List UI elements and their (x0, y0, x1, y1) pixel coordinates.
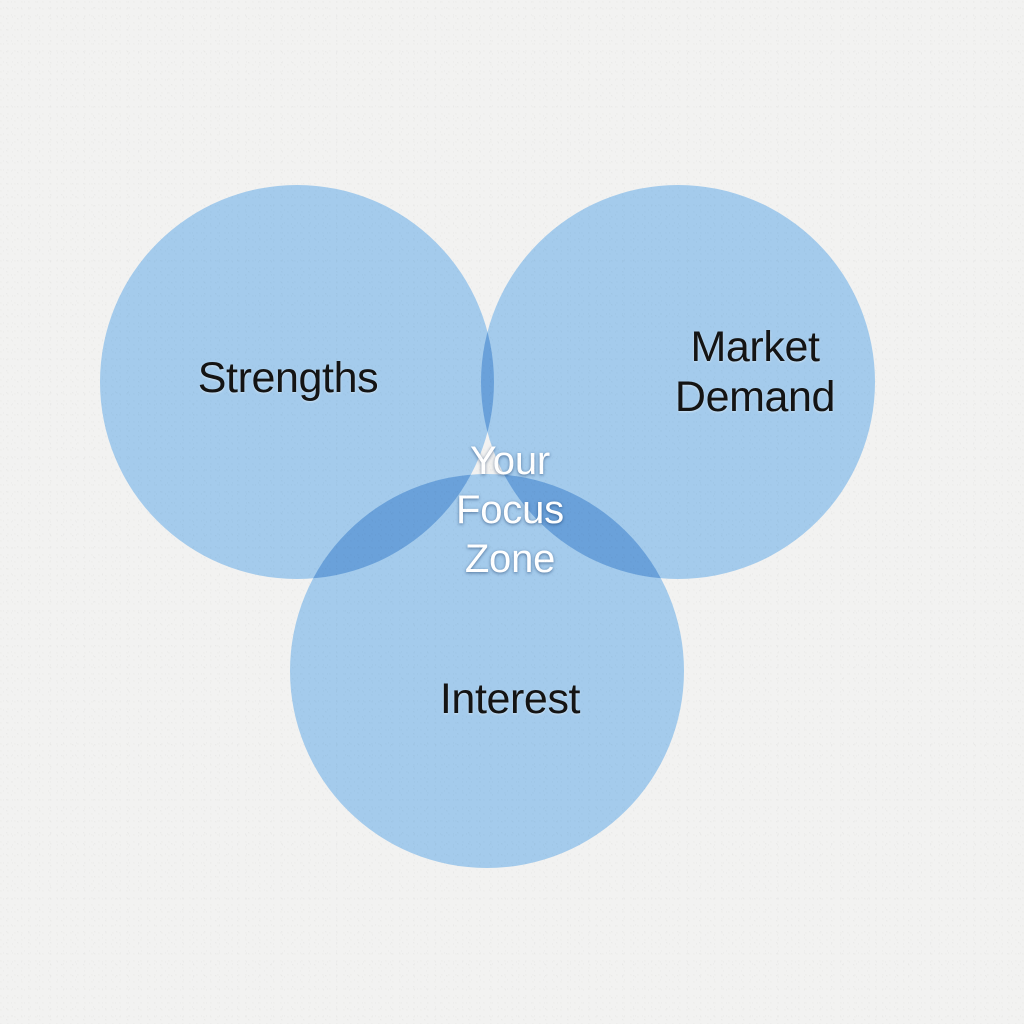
venn-circle-interest[interactable] (290, 474, 684, 868)
venn-label-strengths: Strengths (197, 354, 379, 402)
venn-label-market-demand: Market Demand (674, 323, 836, 422)
venn-label-interest: Interest (439, 675, 581, 723)
venn-label-focus-zone: Your Focus Zone (456, 439, 564, 581)
